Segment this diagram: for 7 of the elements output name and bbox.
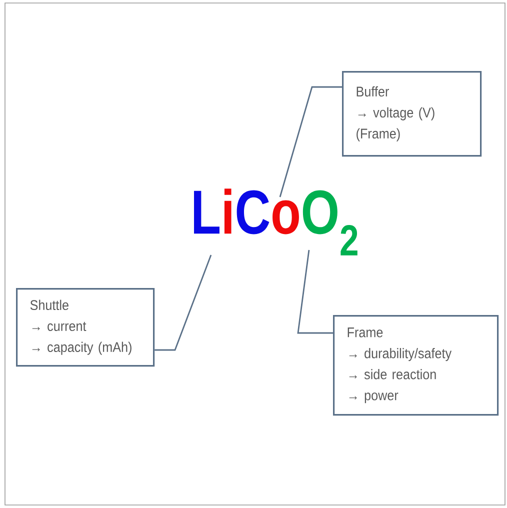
text-box: Frame → durability/safety → side reaction → power [333, 315, 499, 416]
leader-line [279, 86, 342, 198]
text-box: Shuttle → current → capacity (mAh) [16, 288, 155, 367]
leader-line [154, 254, 212, 351]
formula-text: LiCoO$_{2}$ [194, 188, 358, 256]
leader-line [297, 250, 333, 334]
text-box: Buffer → voltage (V) (Frame) [342, 71, 482, 157]
